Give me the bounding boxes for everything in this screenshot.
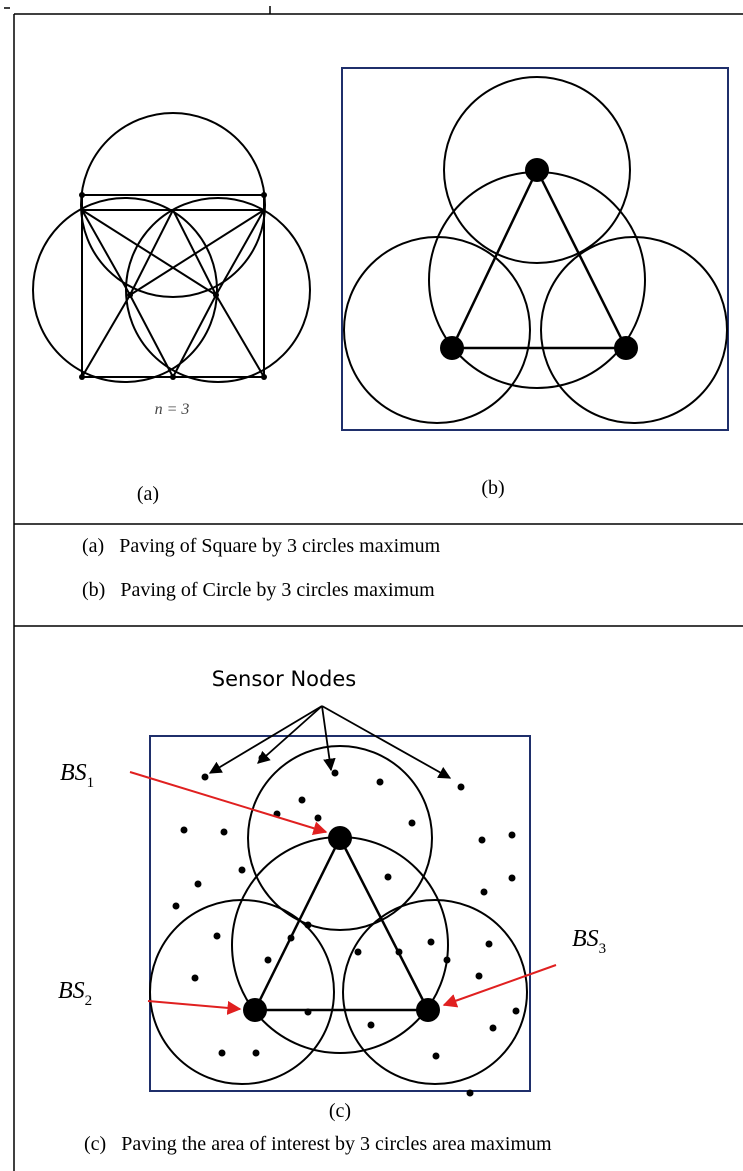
bs1-arrow bbox=[129, 771, 328, 836]
bs1-name: BS bbox=[60, 760, 87, 786]
panel-c-circles bbox=[149, 745, 528, 1085]
sensor-nodes-arrows bbox=[208, 705, 452, 779]
sensor-nodes-label: Sensor Nodes bbox=[212, 667, 356, 691]
panel-a-diagram bbox=[32, 112, 311, 383]
caption-c: (c) Paving the area of interest by 3 cir… bbox=[84, 1133, 552, 1155]
panel-b-frame bbox=[341, 67, 729, 431]
panel-b-circle-right bbox=[540, 236, 728, 424]
panel-b-circle-center bbox=[428, 171, 646, 389]
panel-c-triangle bbox=[253, 837, 430, 1012]
panel-b-label: (b) bbox=[481, 477, 504, 499]
panel-a-square bbox=[81, 194, 265, 378]
panel-b-circle-left bbox=[343, 236, 531, 424]
bs2-arrow bbox=[147, 1000, 242, 1015]
caption-b: (b) Paving of Circle by 3 circles maximu… bbox=[82, 579, 435, 601]
bs2-name: BS bbox=[58, 978, 85, 1004]
svg-text:BS3: BS3 bbox=[572, 926, 606, 957]
panel-c-sensor-dots bbox=[172, 754, 520, 1097]
bs3-node bbox=[416, 998, 440, 1022]
panel-c-circle-center bbox=[231, 836, 449, 1054]
bs1-subscript: 1 bbox=[87, 775, 95, 791]
bs3-name: BS bbox=[572, 926, 599, 952]
bs2-subscript: 2 bbox=[85, 993, 93, 1009]
bs1-label: BS1 bbox=[60, 760, 94, 791]
panel-c-circle-top bbox=[247, 745, 433, 931]
caption-a: (a) Paving of Square by 3 circles maximu… bbox=[82, 535, 441, 557]
panel-c-frame bbox=[149, 735, 531, 1092]
table-borders bbox=[4, 6, 743, 1171]
bs3-arrow bbox=[442, 964, 557, 1008]
panel-c-circle-left bbox=[149, 899, 335, 1085]
bs-pointer-arrows bbox=[129, 771, 557, 1015]
panel-c-label: (c) bbox=[329, 1100, 351, 1122]
panel-b-circle-top bbox=[443, 76, 631, 264]
panel-a-circle-top bbox=[80, 112, 266, 298]
panel-a-circle-left bbox=[32, 197, 218, 383]
panel-a-vertices bbox=[79, 192, 267, 380]
panel-b-nodes bbox=[440, 158, 638, 360]
bs3-subscript: 3 bbox=[599, 941, 607, 957]
panel-a-n-label: n = 3 bbox=[155, 401, 190, 418]
bs2-node bbox=[243, 998, 267, 1022]
bs1-node bbox=[328, 826, 352, 850]
svg-text:BS1: BS1 bbox=[60, 760, 94, 791]
bs3-label: BS3 bbox=[572, 926, 606, 957]
panel-c-base-station-nodes bbox=[243, 826, 440, 1022]
bs2-label: BS2 bbox=[58, 978, 92, 1009]
panel-a-circle-right bbox=[125, 197, 311, 383]
panel-a-label: (a) bbox=[137, 483, 159, 505]
svg-text:BS2: BS2 bbox=[58, 978, 92, 1009]
panel-c-circle-right bbox=[342, 899, 528, 1085]
panel-b-triangle bbox=[450, 169, 628, 350]
panel-b-circles bbox=[343, 76, 728, 424]
